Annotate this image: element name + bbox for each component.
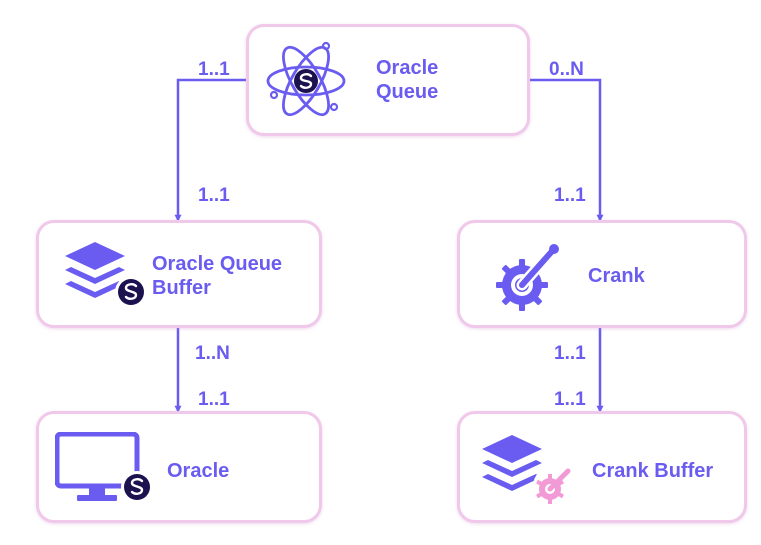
mult-crank-source: 1..1 [554, 343, 586, 364]
mult-crank-buffer-target: 1..1 [554, 389, 586, 410]
crank-label: Crank [588, 265, 645, 287]
stacked-layers-icon [65, 242, 147, 308]
monitor-icon [55, 432, 153, 503]
mult-buffer-source: 1..N [195, 343, 230, 364]
atom-logo-icon [266, 41, 346, 117]
oracle-label: Oracle [167, 460, 230, 482]
mult-queue-source-left: 1..1 [198, 59, 230, 80]
stacked-layers-crank-icon [482, 435, 571, 505]
crank-buffer-label: Crank Buffer [592, 460, 714, 482]
node-crank-buffer[interactable]: Crank Buffer [457, 411, 747, 523]
node-crank[interactable]: Crank [457, 220, 747, 328]
node-oracle-queue-buffer[interactable]: Oracle Queue Buffer [36, 220, 322, 328]
edge-queue-to-buffer [174, 78, 246, 222]
mult-queue-source-right: 0..N [549, 59, 584, 80]
oracle-queue-label: Oracle Queue [376, 57, 439, 103]
node-oracle-queue[interactable]: Oracle Queue [246, 24, 530, 136]
mult-crank-target: 1..1 [554, 185, 586, 206]
crank-gear-icon [496, 243, 560, 311]
oracle-queue-buffer-label: Oracle Queue Buffer [152, 253, 283, 299]
mult-buffer-target: 1..1 [198, 185, 230, 206]
edge-queue-to-crank [530, 78, 604, 222]
node-oracle[interactable]: Oracle [36, 411, 322, 523]
mult-oracle-target: 1..1 [198, 389, 230, 410]
